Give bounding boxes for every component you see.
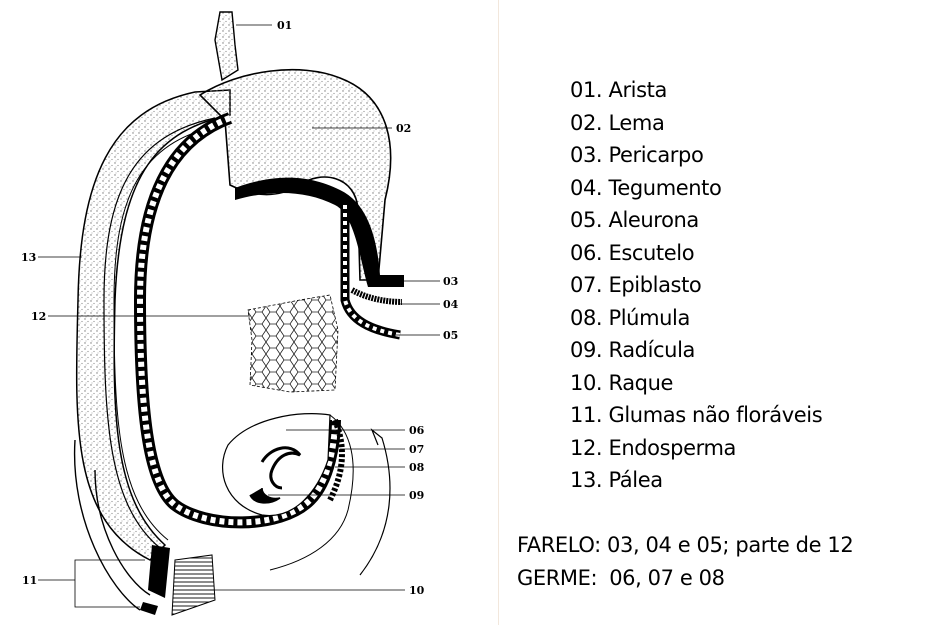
legend-item-glumas: 11. Glumas não floráveis: [570, 399, 822, 432]
notes-block: FARELO: 03, 04 e 05; parte de 12 GERME: 0…: [517, 529, 853, 595]
legend-item-pericarpo: 03. Pericarpo: [570, 139, 822, 172]
farelo-note: FARELO: 03, 04 e 05; parte de 12: [517, 529, 853, 562]
legend-item-tegumento: 04. Tegumento: [570, 172, 822, 205]
legend-item-plumula: 08. Plúmula: [570, 302, 822, 335]
legend-list: 01. Arista 02. Lema 03. Pericarpo 04. Te…: [570, 74, 822, 497]
callout-04: 04: [443, 298, 459, 311]
glume-tip: [360, 430, 390, 575]
arista: [215, 12, 238, 80]
legend-item-raque: 10. Raque: [570, 367, 822, 400]
legend-item-escutelo: 06. Escutelo: [570, 237, 822, 270]
legend-item-radicula: 09. Radícula: [570, 334, 822, 367]
legend-item-epiblasto: 07. Epiblasto: [570, 269, 822, 302]
callout-10: 10: [409, 584, 425, 597]
callout-12: 12: [31, 310, 46, 323]
legend-item-aleurona: 05. Aleurona: [570, 204, 822, 237]
farelo-value: 03, 04 e 05; parte de 12: [607, 533, 853, 557]
callout-05: 05: [443, 329, 458, 342]
endosperm-cells: [248, 295, 338, 392]
legend-item-palea: 13. Pálea: [570, 464, 822, 497]
callout-07: 07: [409, 443, 424, 456]
aleurone-tail: [352, 290, 402, 302]
germe-label: GERME:: [517, 566, 597, 590]
palea-band: [77, 90, 230, 560]
legend-item-lema: 02. Lema: [570, 107, 822, 140]
callout-06: 06: [409, 424, 425, 437]
germe-value: 06, 07 e 08: [609, 566, 724, 590]
rachis: [172, 555, 215, 615]
legend-item-arista: 01. Arista: [570, 74, 822, 107]
callout-01: 01: [277, 19, 292, 32]
legend-item-endosperma: 12. Endosperma: [570, 432, 822, 465]
callout-08: 08: [409, 461, 425, 474]
germe-note: GERME: 06, 07 e 08: [517, 562, 853, 595]
glume-bar-2: [140, 602, 158, 615]
callout-09: 09: [409, 489, 424, 502]
callout-02: 02: [396, 122, 411, 135]
callout-03: 03: [443, 275, 458, 288]
callout-11: 11: [22, 574, 37, 587]
farelo-label: FARELO:: [517, 533, 601, 557]
callout-13: 13: [21, 251, 36, 264]
glume-bar-1: [148, 545, 170, 598]
